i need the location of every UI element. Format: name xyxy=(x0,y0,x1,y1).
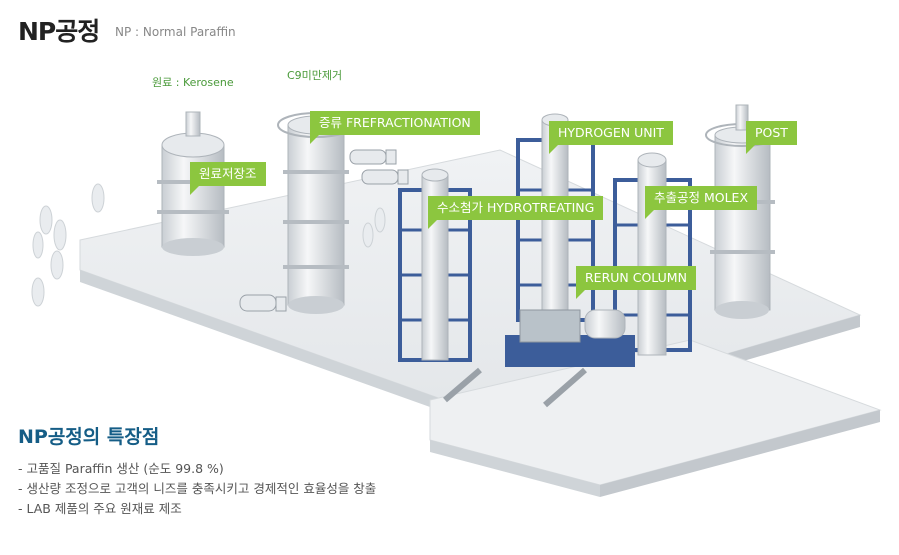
feed-note: 원료 : Kerosene xyxy=(152,76,234,89)
label-feed-storage[interactable]: 원료저장조 xyxy=(190,162,266,195)
fractionation-column xyxy=(277,112,355,314)
page-subtitle: NP : Normal Paraffin xyxy=(115,25,236,39)
rerun-column-equipment xyxy=(443,309,635,408)
label-rerun-column[interactable]: RERUN COLUMN xyxy=(576,266,696,299)
label-post[interactable]: POST xyxy=(746,121,797,154)
label-hydrotreating[interactable]: 수소첨가 HYDROTREATING xyxy=(428,196,604,229)
label-fractionation[interactable]: 증류 FREFRACTIONATION xyxy=(310,111,480,144)
trees xyxy=(31,183,386,307)
label-hydrogen-unit[interactable]: HYDROGEN UNIT xyxy=(549,121,673,154)
feature-item: - 생산량 조정으로 고객의 니즈를 충족시키고 경제적인 효율성을 창출 xyxy=(18,481,377,496)
features-list: - 고품질 Paraffin 생산 (순도 99.8 %) - 생산량 조정으로… xyxy=(18,459,376,519)
c9-removal-note: C9미만제거 xyxy=(287,69,343,82)
feature-item: - LAB 제품의 주요 원재료 제조 xyxy=(18,501,182,516)
hydrotreating-structure xyxy=(398,168,472,362)
label-molex[interactable]: 추출공정 MOLEX xyxy=(645,186,758,219)
feature-item: - 고품질 Paraffin 생산 (순도 99.8 %) xyxy=(18,461,224,476)
page-title: NP공정 xyxy=(18,17,100,46)
features-title: NP공정의 특장점 xyxy=(18,426,160,448)
tanker-trucks xyxy=(239,149,409,312)
